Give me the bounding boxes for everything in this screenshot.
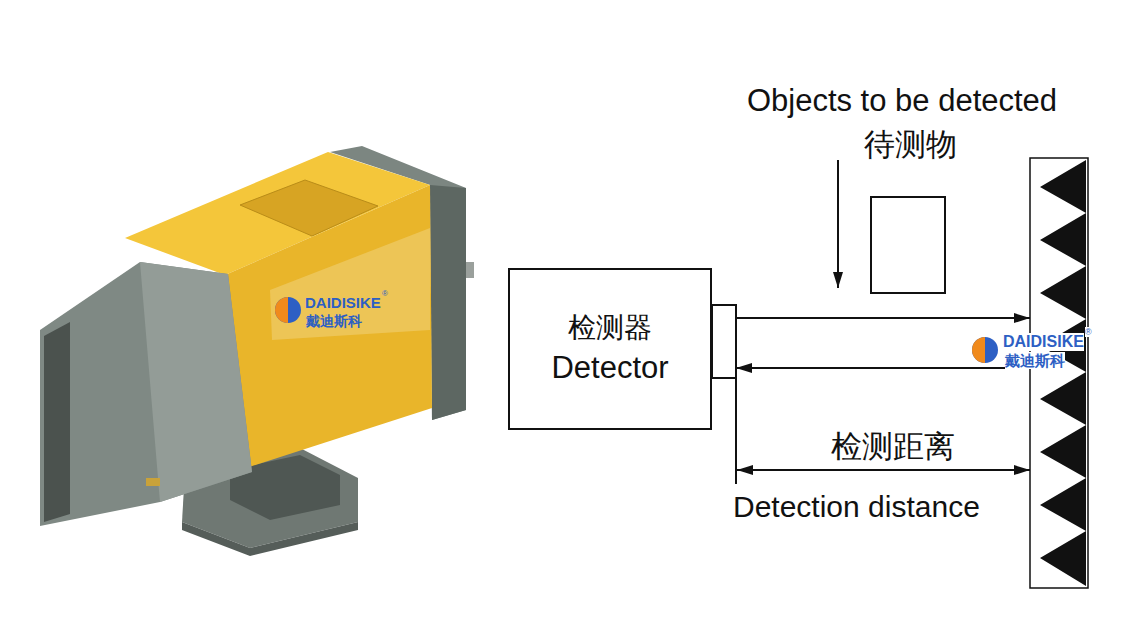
- registered-mark: ®: [1085, 327, 1092, 337]
- label-plate: [270, 228, 430, 340]
- reflector-teeth: [1040, 160, 1086, 586]
- emit-arrow: [736, 317, 1030, 319]
- hood-side: [140, 262, 252, 502]
- detector-nozzle: [712, 305, 736, 378]
- logo-text: DAIDISIKE: [1003, 333, 1084, 351]
- logo-text: 戴迪斯科: [1005, 352, 1065, 369]
- logo-text: DAIDISIKE: [305, 294, 381, 311]
- object-box: Objects to be detected待测物: [870, 196, 946, 294]
- fitting: [146, 478, 160, 486]
- hood-opening: [44, 322, 70, 522]
- registered-mark: ®: [382, 289, 388, 298]
- logo-text: 戴迪斯科: [306, 313, 362, 329]
- mount-base: [182, 522, 358, 556]
- rear-block-side: [430, 185, 466, 420]
- node-title: 检测器: [568, 313, 652, 344]
- pointer-arrow: [837, 160, 839, 288]
- logo-icon: [275, 297, 301, 323]
- reflector-frame: [1030, 158, 1088, 588]
- hood: [40, 262, 252, 526]
- reflector-panel: [1030, 158, 1088, 588]
- logo-icon-half: [972, 337, 985, 363]
- top-lid: [240, 180, 378, 236]
- dimension-label: 检测距离: [831, 429, 955, 465]
- logo-icon-half: [275, 297, 288, 323]
- connector: [466, 262, 474, 278]
- distance-arrow: [737, 469, 1030, 471]
- logo-icon: [972, 337, 998, 363]
- return-arrow: [736, 367, 1030, 369]
- detector-box: 检测器 Detector: [508, 268, 712, 430]
- dimension-label: Detection distance: [733, 490, 980, 525]
- object-label: 待测物: [864, 128, 957, 162]
- node-title: Detector: [551, 351, 668, 385]
- object-label: Objects to be detected: [747, 84, 1057, 118]
- device-illustration: [40, 146, 474, 556]
- extension-line: [735, 378, 737, 484]
